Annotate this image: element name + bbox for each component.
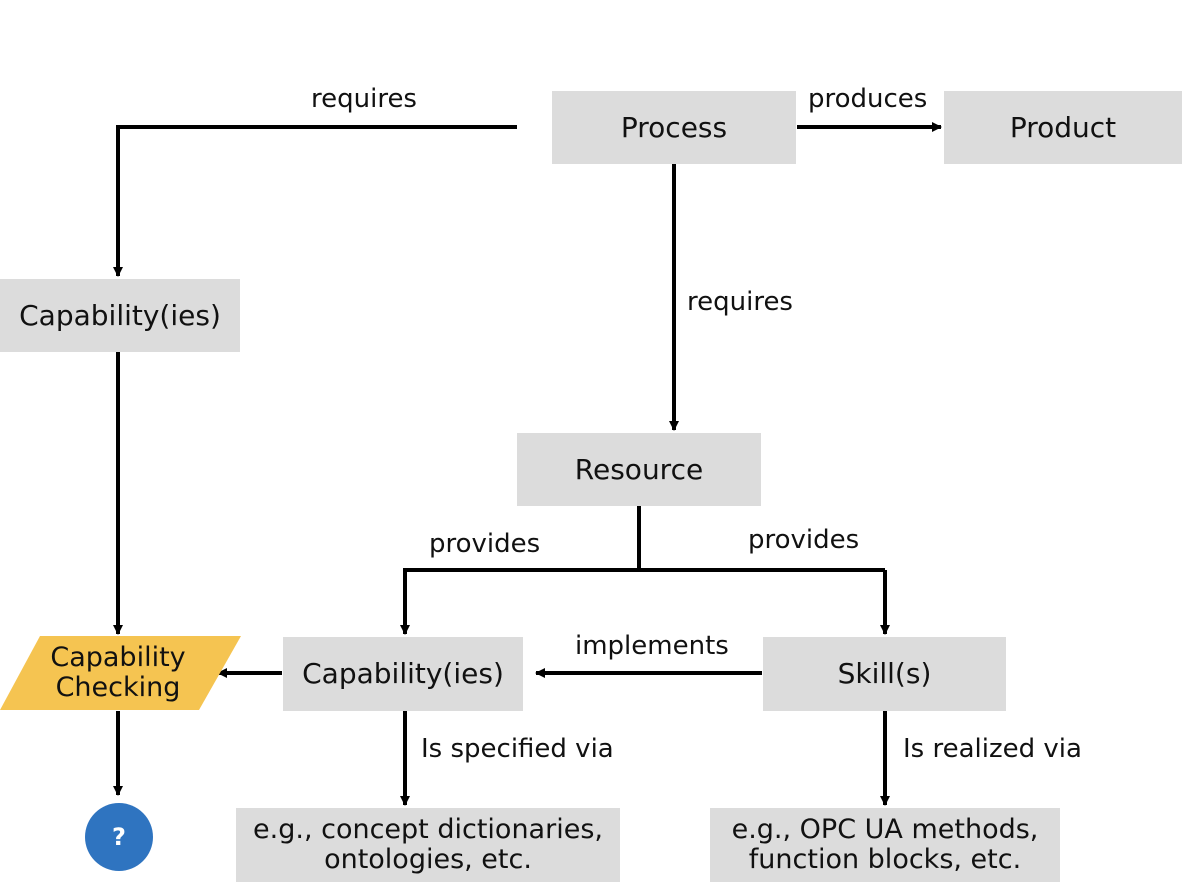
capability-mid-box: Capability(ies) <box>283 637 523 711</box>
label-resource-provides-capability: provides <box>429 529 541 559</box>
product-box: Product <box>944 91 1182 164</box>
edge-process-to-capability-left <box>113 125 517 277</box>
label-process-requires-resource: requires <box>687 287 793 317</box>
label-skill-implements-capability: implements <box>575 631 729 661</box>
capability-checking-decision: Capability Checking <box>0 636 242 710</box>
label-process-requires-capability: requires <box>311 84 417 114</box>
question-mark-circle-icon: ? <box>85 803 153 871</box>
label-resource-provides-skill: provides <box>748 525 860 555</box>
opc-examples-box: e.g., OPC UA methods, function blocks, e… <box>710 808 1060 882</box>
question-mark-symbol: ? <box>112 823 126 851</box>
parallelogram-shape <box>0 636 241 710</box>
process-box: Process <box>552 91 796 164</box>
edge-resource-to-capability-mid <box>400 568 885 635</box>
resource-box: Resource <box>517 433 761 506</box>
label-skill-realized-via: Is realized via <box>903 734 1082 764</box>
skill-box: Skill(s) <box>763 637 1006 711</box>
label-process-produces-product: produces <box>808 84 928 114</box>
capability-checking-label: Capability Checking <box>50 642 186 703</box>
capability-left-box: Capability(ies) <box>0 279 240 352</box>
label-capability-specified-via: Is specified via <box>421 734 614 764</box>
concept-examples-box: e.g., concept dictionaries, ontologies, … <box>236 808 620 882</box>
